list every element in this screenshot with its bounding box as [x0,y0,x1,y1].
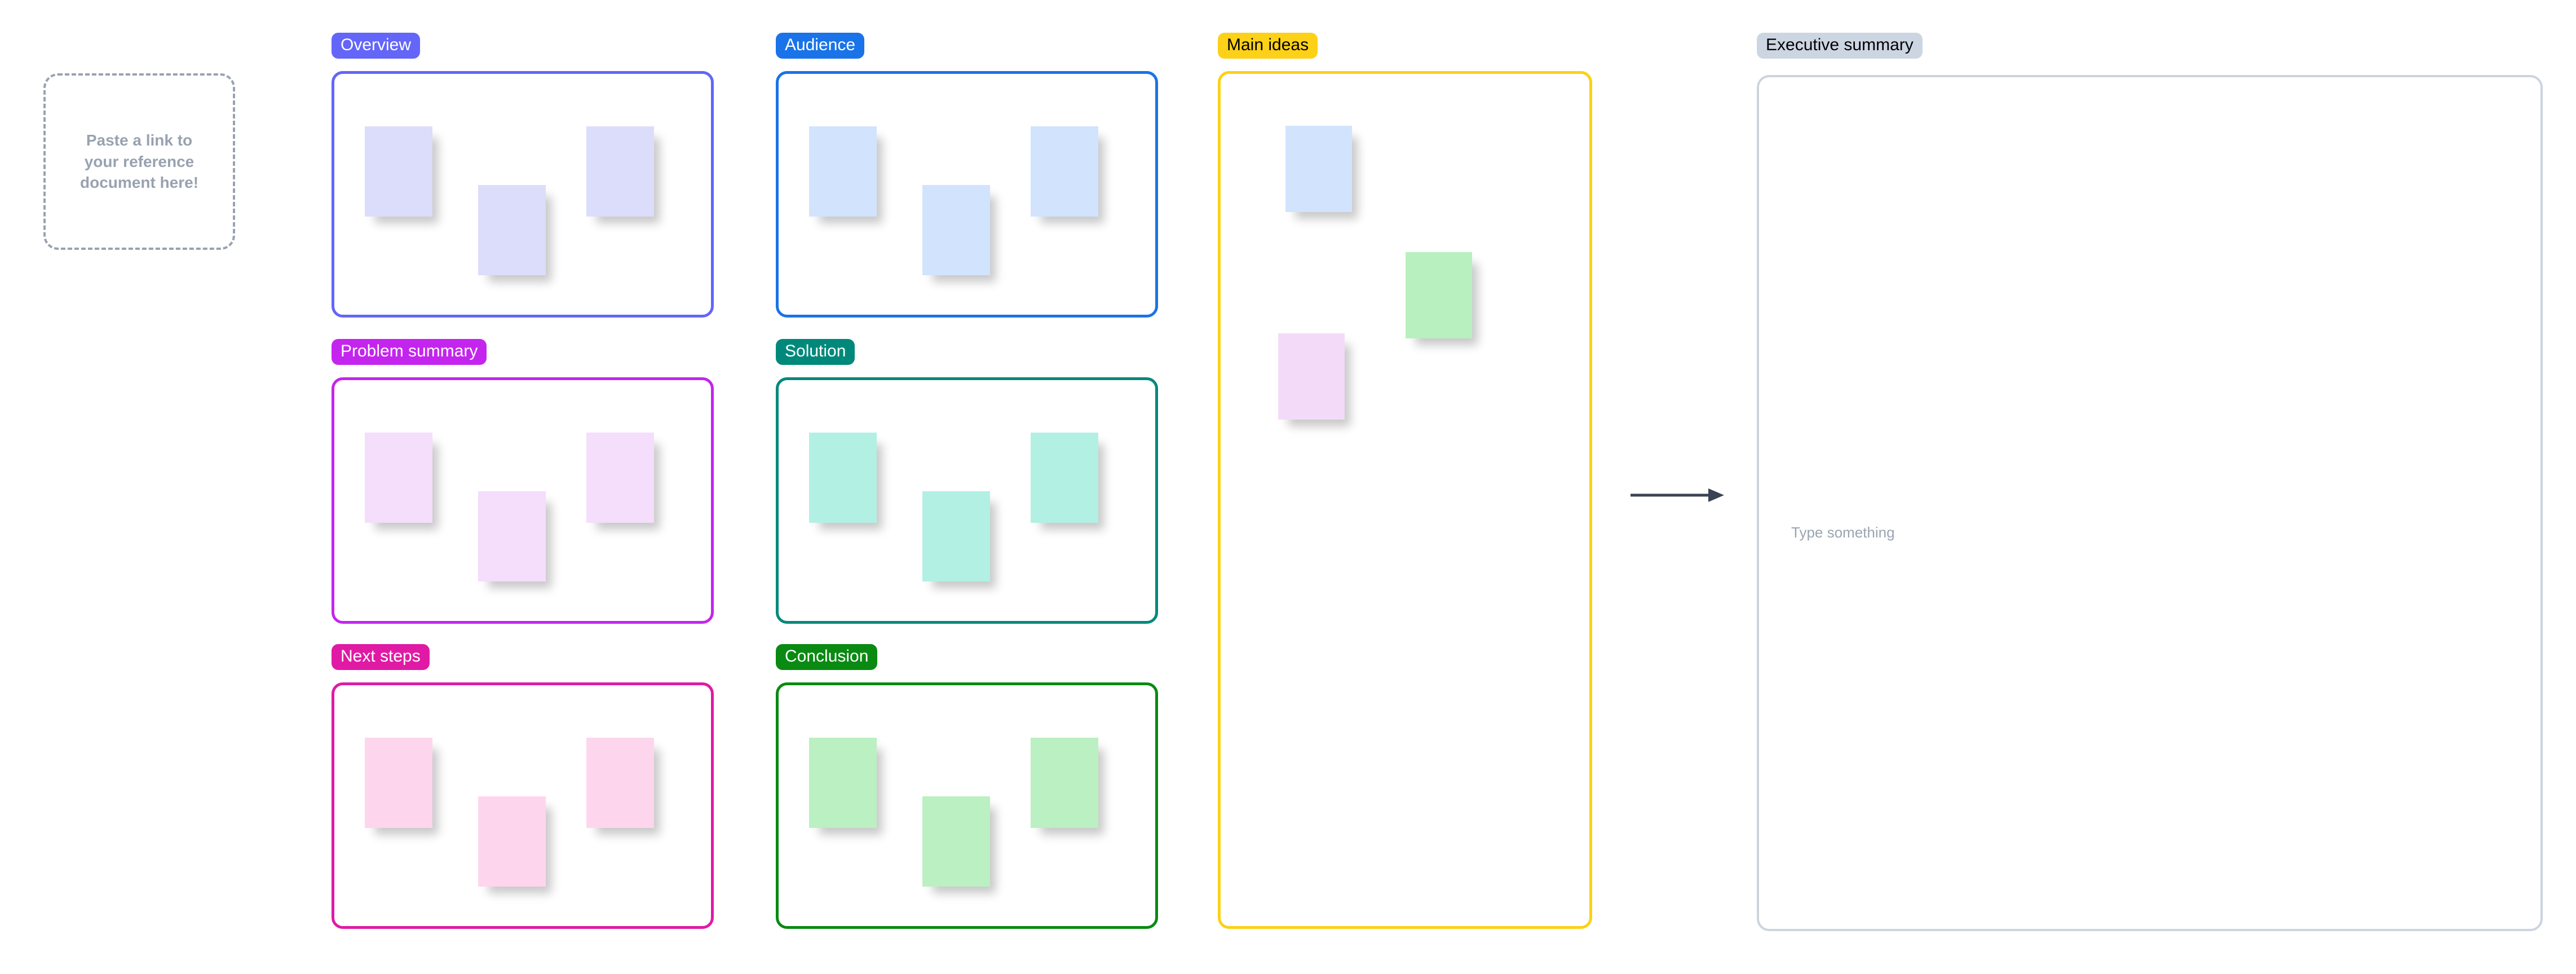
frame-label-overview[interactable]: Overview [332,33,421,59]
frame-body-conclusion[interactable] [776,682,1158,929]
sticky-note[interactable] [586,433,654,523]
frame-body-audience[interactable] [776,71,1158,318]
sticky-note[interactable] [922,491,990,581]
sticky-note[interactable] [478,491,546,581]
sticky-note[interactable] [922,796,990,887]
sticky-note[interactable] [1285,126,1352,212]
frame-label-next-steps[interactable]: Next steps [332,644,430,670]
frame-label-problem-summary[interactable]: Problem summary [332,339,487,365]
sticky-note[interactable] [478,796,546,887]
sticky-note[interactable] [809,433,877,523]
frame-main-ideas: Main ideas [1218,33,1592,929]
frame-body-main-ideas[interactable] [1218,71,1592,929]
frame-problem-summary: Problem summary [332,339,714,624]
sticky-note[interactable] [365,433,432,523]
sticky-note[interactable] [365,126,432,217]
sticky-note[interactable] [586,126,654,217]
frame-solution: Solution [776,339,1158,624]
sticky-note[interactable] [1278,333,1345,420]
frame-audience: Audience [776,33,1158,318]
frame-next-steps: Next steps [332,644,714,929]
sticky-note[interactable] [809,126,877,217]
flow-arrow [1629,484,1725,506]
frame-label-solution[interactable]: Solution [776,339,855,365]
dropzone-placeholder-text: Paste a link to your reference document … [79,131,199,192]
frame-label-audience[interactable]: Audience [776,33,865,59]
sticky-note[interactable] [586,738,654,828]
frame-body-next-steps[interactable] [332,682,714,929]
sticky-note[interactable] [1031,126,1098,217]
sticky-note[interactable] [1031,433,1098,523]
sticky-note[interactable] [809,738,877,828]
frame-body-problem-summary[interactable] [332,377,714,624]
executive-summary-placeholder: Type something [1791,524,1895,541]
reference-document-dropzone[interactable]: Paste a link to your reference document … [43,73,235,250]
frame-label-conclusion[interactable]: Conclusion [776,644,878,670]
sticky-note[interactable] [1031,738,1098,828]
sticky-note[interactable] [922,185,990,275]
executive-summary-textarea[interactable]: Type something [1757,75,2543,931]
frame-body-overview[interactable] [332,71,714,318]
sticky-note[interactable] [478,185,546,275]
frame-body-solution[interactable] [776,377,1158,624]
frame-label-main-ideas[interactable]: Main ideas [1218,33,1318,59]
frame-overview: Overview [332,33,714,318]
executive-summary-label[interactable]: Executive summary [1757,33,1923,59]
sticky-note[interactable] [1406,252,1472,338]
sticky-note[interactable] [365,738,432,828]
frame-conclusion: Conclusion [776,644,1158,929]
